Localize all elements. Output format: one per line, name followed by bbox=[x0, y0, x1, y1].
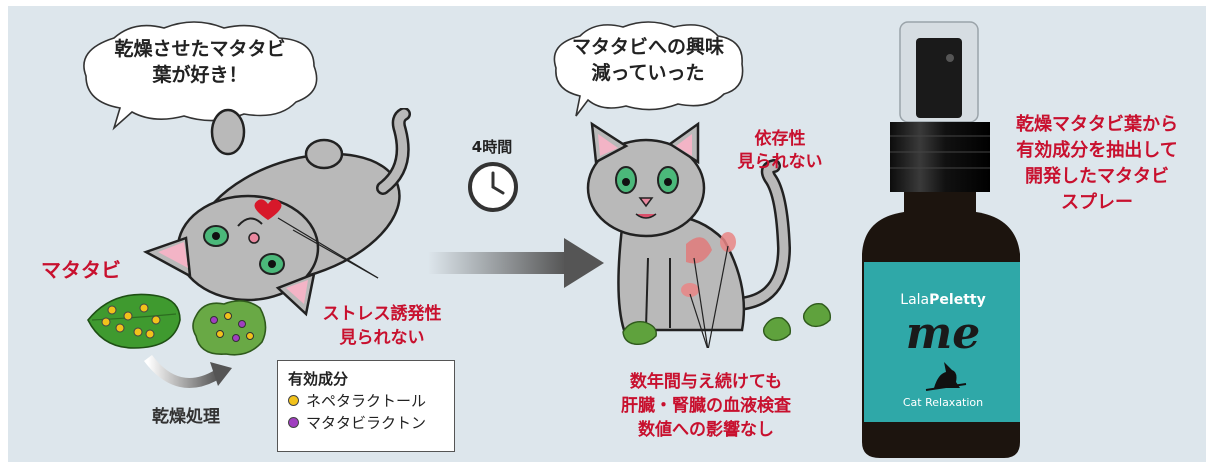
spray-desc-line2: 有効成分を抽出して bbox=[1016, 140, 1178, 161]
left-bubble-text: 乾燥させたマタタビ 葉が好き！ bbox=[90, 36, 310, 88]
leaf-icon bbox=[802, 303, 832, 328]
time-progress-arrow bbox=[428, 238, 604, 288]
dependency-label-line1: 依存性 bbox=[754, 129, 806, 149]
sitting-cat-illustration bbox=[586, 121, 792, 348]
left-bubble-line1: 乾燥させたマタタビ bbox=[114, 38, 286, 60]
stress-label: ストレス誘発性 見られない bbox=[302, 302, 462, 350]
drying-curved-arrow bbox=[144, 354, 232, 388]
stress-label-line2: 見られない bbox=[339, 328, 425, 348]
right-bubble-line1: マタタビへの興味 bbox=[571, 36, 724, 58]
brand-light: Lala bbox=[900, 292, 930, 308]
product-subtitle: Cat Relaxation bbox=[902, 396, 984, 409]
spray-bottle-illustration bbox=[862, 21, 1020, 458]
product-brand: LalaPeletty bbox=[888, 292, 998, 308]
blood-test-line1: 数年間与え続けても bbox=[629, 372, 783, 392]
legend-item-label: ネペタラクトール bbox=[306, 391, 427, 410]
clock-icon bbox=[468, 162, 518, 212]
right-bubble-text: マタタビへの興味 減っていった bbox=[556, 34, 740, 86]
time-label: 4時間 bbox=[471, 138, 513, 156]
leaf-icon bbox=[622, 321, 657, 346]
spray-desc-line1: 乾燥マタタビ葉から bbox=[1016, 114, 1178, 135]
legend-item-nepetalactol: ネペタラクトール bbox=[288, 389, 444, 411]
yellow-dot-icon bbox=[288, 394, 299, 406]
legend-item-matatabilactone: マタタビラクトン bbox=[288, 411, 444, 433]
dried-leaf-illustration bbox=[192, 300, 267, 356]
spray-desc-line4: スプレー bbox=[1061, 192, 1133, 213]
legend-item-label: マタタビラクトン bbox=[306, 413, 427, 432]
brand-bold: Peletty bbox=[929, 292, 986, 308]
blood-test-line2: 肝臓・腎臓の血液検査 bbox=[621, 396, 791, 416]
purple-dot-icon bbox=[288, 416, 299, 428]
dependency-label: 依存性 見られない bbox=[730, 128, 830, 174]
right-bubble-line2: 減っていった bbox=[591, 62, 705, 84]
legend-title: 有効成分 bbox=[288, 369, 349, 388]
left-bubble-line2: 葉が好き！ bbox=[152, 64, 248, 86]
drying-label: 乾燥処理 bbox=[152, 407, 220, 427]
spray-desc-line3: 開発したマタタビ bbox=[1025, 166, 1169, 187]
spray-description: 乾燥マタタビ葉から 有効成分を抽出して 開発したマタタビ スプレー bbox=[1002, 112, 1192, 216]
fresh-leaf-illustration bbox=[87, 293, 181, 349]
dependency-label-line2: 見られない bbox=[737, 152, 823, 172]
matatabi-label: マタタビ bbox=[41, 258, 121, 282]
blood-test-line3: 数値への影響なし bbox=[638, 420, 774, 440]
ingredients-legend: 有効成分 ネペタラクトール マタタビラクトン bbox=[277, 360, 455, 452]
product-name: me bbox=[905, 308, 981, 359]
right-speech-bubble bbox=[553, 21, 744, 117]
witch-cat-icon bbox=[925, 362, 967, 391]
rolling-cat-illustration bbox=[142, 108, 411, 317]
leaf-icon bbox=[762, 317, 792, 342]
left-speech-bubble bbox=[83, 21, 318, 131]
stress-label-line1: ストレス誘発性 bbox=[322, 304, 442, 324]
blood-test-label: 数年間与え続けても 肝臓・腎臓の血液検査 数値への影響なし bbox=[596, 370, 816, 442]
